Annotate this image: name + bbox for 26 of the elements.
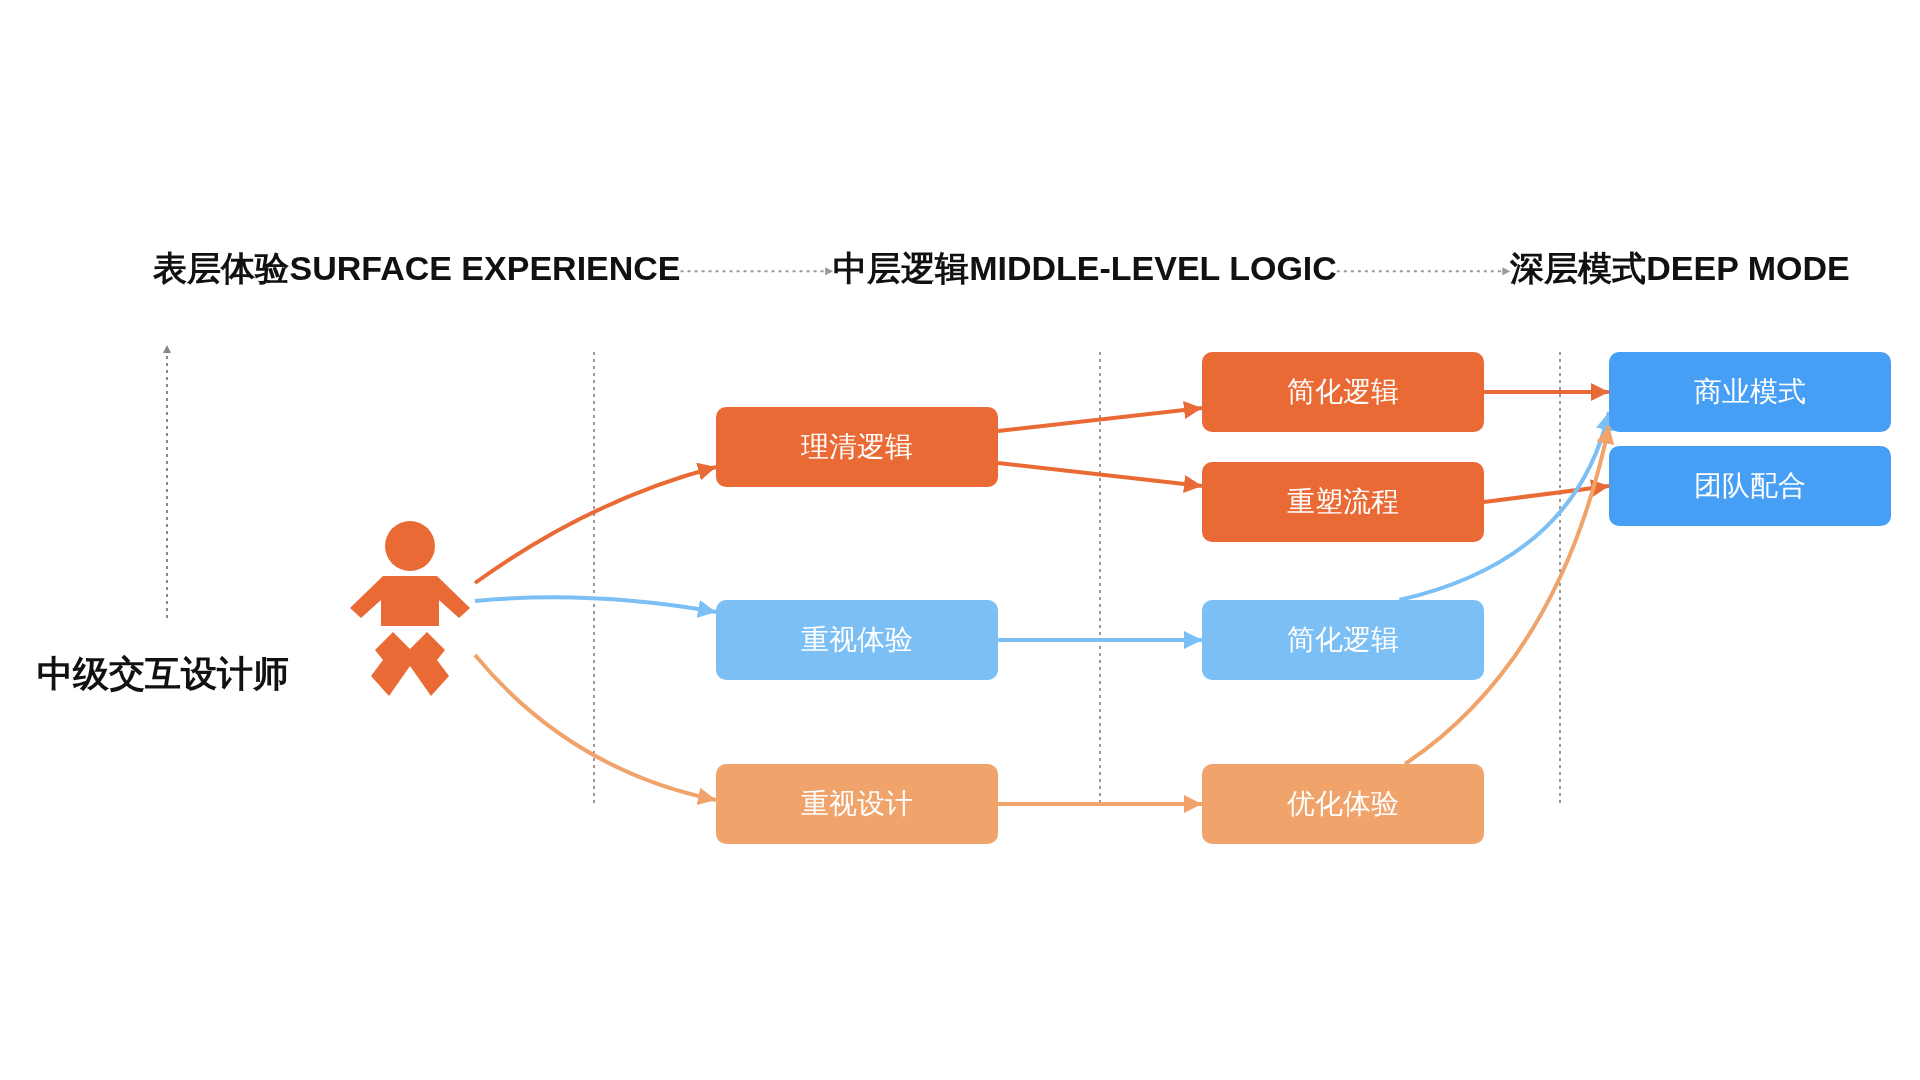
process-box: 简化逻辑 xyxy=(1202,352,1484,432)
process-box: 优化体验 xyxy=(1202,764,1484,844)
arrow xyxy=(997,401,1203,433)
arrow xyxy=(1403,425,1614,766)
arrow xyxy=(1484,383,1609,401)
process-box: 理清逻辑 xyxy=(716,407,998,487)
arrow xyxy=(473,463,717,585)
process-box: 重视体验 xyxy=(716,600,998,680)
arrow xyxy=(997,461,1203,493)
arrow xyxy=(1335,267,1512,276)
stage-heading: 中层逻辑MIDDLE-LEVEL LOGIC xyxy=(833,246,1337,292)
process-box: 重塑流程 xyxy=(1202,462,1484,542)
process-box: 简化逻辑 xyxy=(1202,600,1484,680)
arrow xyxy=(679,267,835,276)
process-box: 重视设计 xyxy=(716,764,998,844)
arrow xyxy=(1398,411,1613,602)
arrow xyxy=(473,653,717,805)
role-label: 中级交互设计师 xyxy=(37,652,289,696)
stage-heading: 表层体验SURFACE EXPERIENCE xyxy=(153,246,681,292)
process-box: 商业模式 xyxy=(1609,352,1891,432)
arrow xyxy=(998,631,1202,649)
stage-heading: 深层模式DEEP MODE xyxy=(1510,246,1850,292)
arrow xyxy=(474,595,717,618)
process-box: 团队配合 xyxy=(1609,446,1891,526)
arrow xyxy=(998,795,1202,813)
arrow xyxy=(1483,479,1610,504)
